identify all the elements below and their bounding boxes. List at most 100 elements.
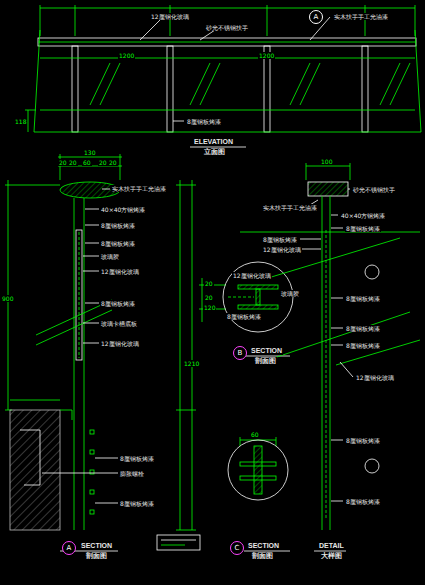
drawing-stroke	[102, 189, 110, 190]
part-note: 40×40方钢烤漆	[100, 206, 146, 213]
part-note: 实木扶手手工光油漆	[333, 13, 389, 20]
drawing-stroke	[83, 323, 99, 324]
drawing-stroke	[10, 410, 60, 530]
part-note: 12厘钢化玻璃	[355, 374, 395, 381]
drawing-stroke	[238, 305, 278, 309]
view-title: SECTION	[250, 347, 283, 355]
drawing-stroke	[72, 46, 78, 132]
drawing-stroke	[268, 312, 410, 360]
drawing-stroke	[240, 437, 241, 446]
drawing-stroke	[290, 63, 310, 105]
drawing-stroke	[75, 5, 76, 36]
marker-letter: A	[67, 544, 72, 552]
drawing-stroke	[331, 215, 338, 216]
drawing-stroke	[176, 410, 196, 411]
dimension: 118	[14, 118, 27, 125]
dimension: 20	[98, 159, 108, 166]
marker-letter: C	[235, 544, 240, 552]
drawing-stroke	[380, 63, 400, 105]
part-note: 8厘钢板烤漆	[100, 240, 136, 247]
dimension: 20	[68, 159, 78, 166]
dimension: 20	[204, 280, 214, 287]
drawing-stroke	[254, 446, 262, 494]
drawing-stroke	[161, 545, 185, 546]
part-note: 8厘钢板烤漆	[186, 118, 222, 125]
drawing-stroke	[28, 110, 29, 132]
view-title: 大样图	[320, 552, 343, 560]
drawing-stroke	[58, 157, 122, 158]
drawing-stroke	[180, 180, 181, 530]
drawing-stroke	[331, 501, 343, 502]
part-note: 8厘钢板烤漆	[345, 325, 381, 332]
dimension: 60	[250, 431, 260, 438]
drawing-stroke	[74, 198, 75, 530]
drawing-stroke	[300, 239, 321, 240]
dimension: 20	[204, 294, 214, 301]
drawing-stroke	[228, 297, 254, 298]
drawing-stroke	[240, 476, 276, 480]
part-note: 8厘钢板烤漆	[345, 498, 381, 505]
drawing-stroke	[256, 289, 260, 305]
drawing-stroke	[300, 63, 320, 105]
dimension: 900	[1, 295, 14, 302]
view-title: 剖面图	[254, 357, 277, 365]
drawing-stroke	[340, 362, 353, 377]
part-note: 8厘钢板烤漆	[100, 300, 136, 307]
part-note: 实木扶手手工光油漆	[111, 185, 167, 192]
drawing-stroke	[173, 121, 184, 122]
drawing-stroke	[365, 5, 366, 36]
drawing-stroke	[176, 185, 196, 186]
drawing-stroke	[161, 540, 196, 541]
section-marker: A	[309, 10, 323, 24]
drawing-stroke	[200, 63, 220, 105]
drawing-stroke	[330, 196, 331, 530]
drawing-stroke	[331, 298, 343, 299]
drawing-stroke	[38, 38, 416, 46]
drawing-stroke	[223, 262, 293, 332]
dimension: 60	[82, 159, 92, 166]
part-note: 8厘钢板烤漆	[345, 342, 381, 349]
part-note: 玻璃胶	[100, 253, 120, 260]
drawing-stroke	[90, 450, 94, 454]
drawing-stroke	[85, 209, 99, 210]
drawing-stroke	[192, 180, 193, 530]
dimension: 20	[58, 159, 68, 166]
drawing-stroke	[38, 42, 416, 43]
view-title: SECTION	[80, 542, 113, 550]
drawing-stroke	[85, 303, 99, 304]
part-note: 8厘钢板烤漆	[345, 225, 381, 232]
drawing-stroke	[83, 343, 99, 344]
part-note: 砂光不锈钢扶手	[205, 24, 249, 31]
view-title: ELEVATION	[193, 138, 234, 146]
drawing-stroke	[167, 46, 173, 132]
drawing-stroke	[365, 459, 379, 473]
part-note: 8厘钢板烤漆	[345, 295, 381, 302]
drawing-stroke	[120, 154, 121, 180]
dimension: 100	[320, 158, 333, 165]
drawing-stroke	[25, 110, 36, 111]
drawing-stroke	[331, 440, 343, 441]
part-note: 8厘钢板烤漆	[226, 313, 262, 320]
dimension: 130	[83, 149, 96, 156]
view-title: 剖面图	[251, 552, 274, 560]
dimension: 1200	[118, 52, 135, 59]
drawing-stroke	[390, 63, 410, 105]
drawing-stroke	[240, 462, 276, 466]
drawing-stroke	[84, 198, 85, 530]
drawing-stroke	[276, 437, 277, 446]
drawing-stroke	[331, 328, 343, 329]
drawing-stroke	[350, 163, 351, 180]
drawing-stroke	[5, 185, 60, 186]
drawing-stroke	[200, 30, 215, 40]
drawing-stroke	[322, 196, 323, 530]
elevation	[25, 5, 421, 147]
drawing-stroke	[331, 345, 343, 346]
section-marker: C	[230, 541, 244, 555]
drawing-stroke	[90, 510, 94, 514]
marker-letter: A	[314, 13, 319, 21]
drawing-stroke	[42, 473, 118, 474]
drawing-stroke	[95, 503, 118, 504]
drawing-stroke	[268, 238, 400, 278]
drawing-stroke	[308, 182, 348, 196]
drawing-stroke	[336, 340, 420, 365]
